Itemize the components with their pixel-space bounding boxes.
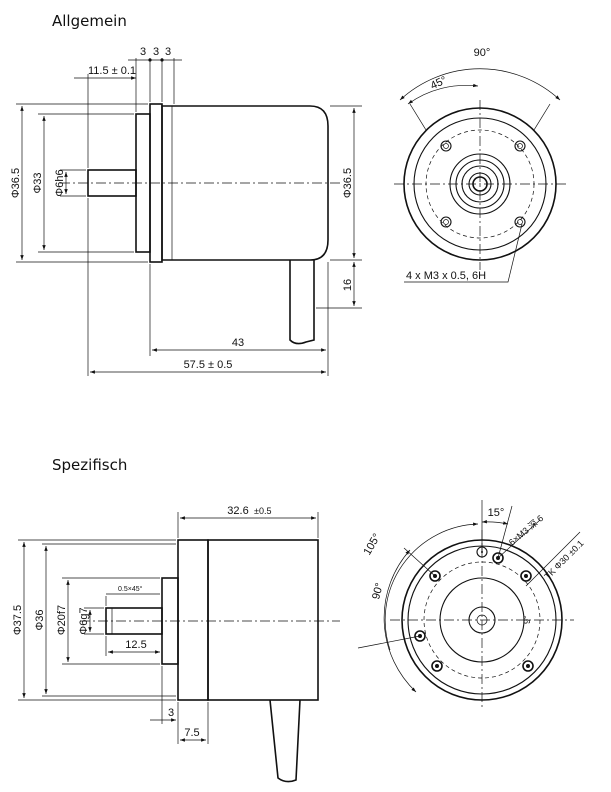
general-side-view: 3 3 3 11.5 ± 0.1 Φ36.5 Φ33 Φ6h6 Φ36.5 16 <box>10 46 362 376</box>
flange <box>177 539 209 701</box>
angle-arc-45 <box>407 83 479 105</box>
dim-dia-36: Φ36 <box>34 609 46 630</box>
dim-angle-90: 90° <box>474 47 491 59</box>
bolt-hole <box>440 140 452 152</box>
cable <box>269 699 301 783</box>
section-title-general: Allgemein <box>52 12 127 30</box>
dim-bolt-circle: TK Φ30 ±0.1 <box>542 538 585 581</box>
angle-ray <box>497 505 513 559</box>
dim-dia-6g7: Φ6g7 <box>78 607 90 634</box>
dim-gap-1: 3 <box>140 46 146 58</box>
dim-thread: 6×M3 深 6 <box>507 513 545 548</box>
dim-dot <box>148 58 152 62</box>
dim-angle-15: 15° <box>488 507 505 519</box>
dim-total-length: 57.5 ± 0.5 <box>184 359 233 371</box>
dim-body-length-tol: ±0.5 <box>254 506 271 516</box>
bolt-hole <box>431 660 443 672</box>
bolt-circle-leader <box>525 531 581 587</box>
bolt-hole <box>520 570 532 582</box>
angle-arc-90 <box>383 549 417 693</box>
bolt-hole <box>522 660 534 672</box>
dim-cable-offset: 16 <box>342 279 354 291</box>
dim-spigot-length: 7.5 <box>184 727 199 739</box>
dim-gap-2: 3 <box>153 46 159 58</box>
dim-angle-45: 45° <box>429 74 449 92</box>
dim-dia-20f7: Φ20f7 <box>56 605 68 635</box>
mark-label: 9° <box>522 615 532 624</box>
dim-shaft-length: 12.5 <box>125 639 146 651</box>
encoder-body <box>207 539 319 701</box>
dim-dia-outer-right: Φ36.5 <box>342 168 354 198</box>
dim-shaft-length: 11.5 ± 0.1 <box>88 65 136 77</box>
thread-leader <box>404 223 523 283</box>
bolt-hole <box>440 216 452 228</box>
dim-chamfer: 0.5×45° <box>118 585 143 593</box>
dim-gap-3: 3 <box>165 46 171 58</box>
bolt-hole <box>514 216 526 228</box>
encoder-body <box>161 105 329 261</box>
dim-angle-105: 105° <box>362 532 384 558</box>
angle-ray <box>357 635 421 649</box>
dim-dia-outer-left: Φ36.5 <box>10 168 22 198</box>
angle-ray <box>409 103 427 131</box>
specific-front-view: 15° 105° 90° 6×M3 深 6 TK Φ30 ±0.1 9° <box>357 500 586 710</box>
angle-ray <box>403 547 436 577</box>
dim-thread: 4 x M3 x 0.5, 6H <box>406 270 486 282</box>
dim-dia-shaft: Φ6h6 <box>54 169 66 196</box>
cable <box>289 260 315 345</box>
dim-body-length: 43 <box>232 337 244 349</box>
dim-dia-375: Φ37.5 <box>12 605 24 635</box>
angle-arc-15 <box>481 520 509 525</box>
section-title-specific: Spezifisch <box>52 456 127 474</box>
dim-body-length: 32.6 <box>227 505 248 517</box>
angle-ray <box>533 103 551 131</box>
angle-arc-105 <box>384 522 479 651</box>
angle-arc-90 <box>399 68 561 101</box>
thread-leader <box>497 519 541 559</box>
bolt-hole <box>514 140 526 152</box>
dim-angle-90: 90° <box>370 582 386 601</box>
specific-side-view: 32.6 ±0.5 0.5×45° Φ37.5 Φ36 Φ20f7 Φ6g7 1… <box>12 505 340 783</box>
dim-flange-thk: 3 <box>168 707 174 719</box>
dim-dia-flange: Φ33 <box>32 172 44 193</box>
dim-dot <box>160 58 164 62</box>
general-front-view: 90° 45° 4 x M3 x 0.5, 6H <box>394 47 566 283</box>
